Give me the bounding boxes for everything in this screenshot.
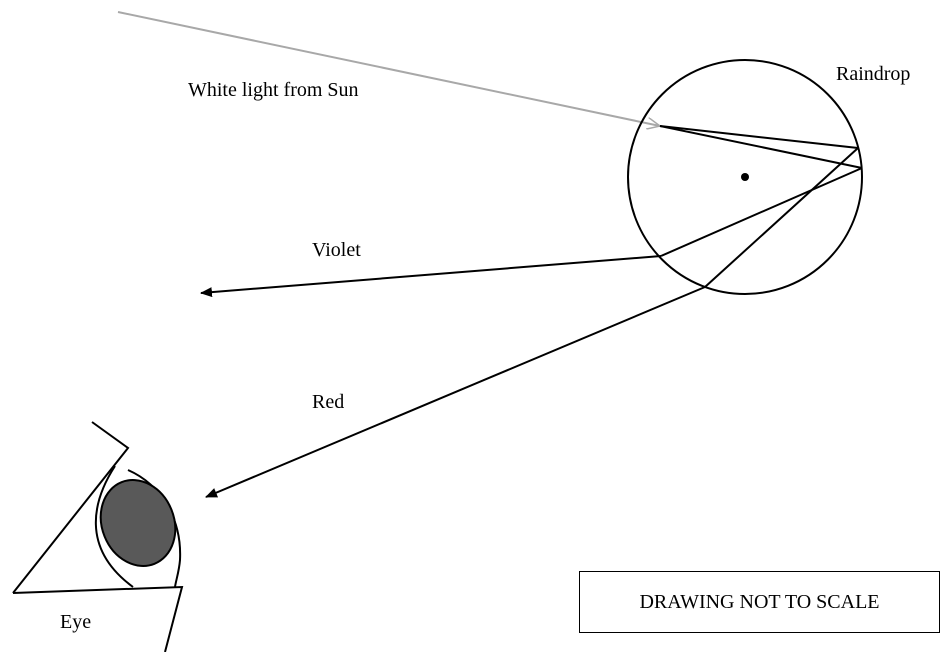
violet-ray-arrow	[200, 255, 662, 298]
violet-label: Violet	[312, 239, 361, 261]
eye-icon	[12, 421, 184, 652]
refracted-ray-upper	[659, 125, 859, 149]
reflected-ray-red	[704, 147, 859, 288]
sunlight-label: White light from Sun	[188, 79, 359, 101]
raindrop-circle	[627, 59, 863, 295]
raindrop-label: Raindrop	[836, 63, 911, 85]
refracted-ray-lower	[659, 125, 863, 169]
incoming-light-ray	[117, 11, 660, 126]
red-label: Red	[312, 391, 345, 413]
reflected-ray-violet	[660, 167, 863, 257]
raindrop-center-dot	[741, 173, 749, 181]
eye-pupil	[99, 479, 177, 567]
not-to-scale-note: DRAWING NOT TO SCALE	[579, 571, 940, 633]
not-to-scale-text: DRAWING NOT TO SCALE	[639, 590, 880, 613]
red-ray-arrow	[205, 286, 706, 498]
eye-label: Eye	[60, 611, 92, 633]
